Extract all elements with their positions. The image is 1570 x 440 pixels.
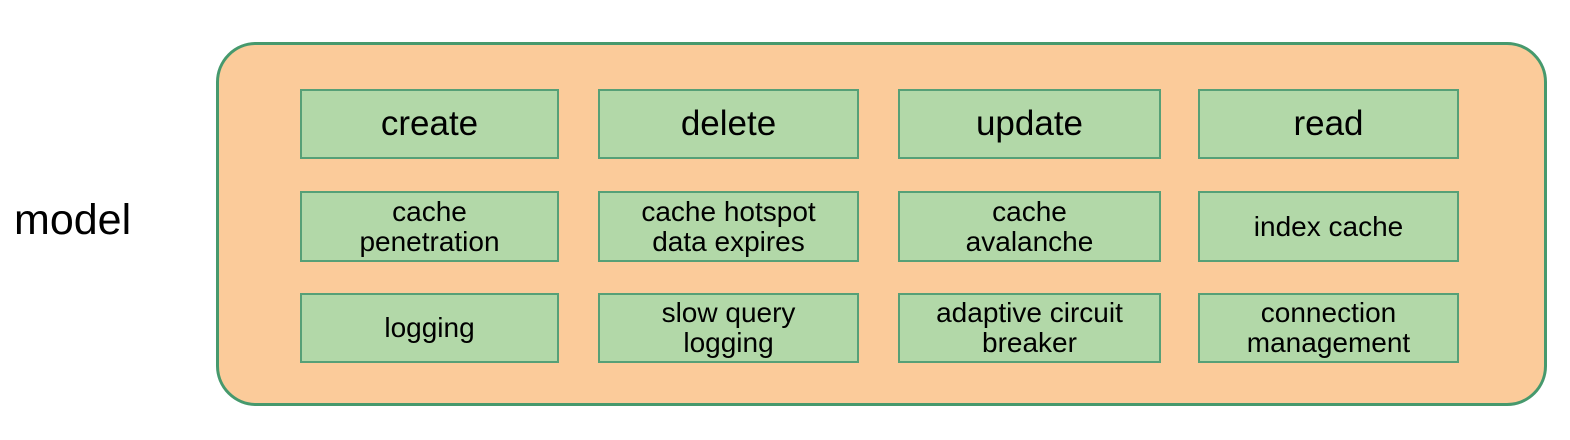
feature-box-cache-hotspot-data-expires[interactable]: cache hotspot data expires bbox=[598, 191, 859, 262]
feature-box-cache-avalanche[interactable]: cache avalanche bbox=[898, 191, 1161, 262]
feature-box-index-cache[interactable]: index cache bbox=[1198, 191, 1459, 262]
feature-box-connection-management[interactable]: connection management bbox=[1198, 293, 1459, 363]
feature-box-cache-penetration[interactable]: cache penetration bbox=[300, 191, 559, 262]
feature-box-update[interactable]: update bbox=[898, 89, 1161, 159]
feature-box-logging[interactable]: logging bbox=[300, 293, 559, 363]
feature-box-adaptive-circuit-breaker[interactable]: adaptive circuit breaker bbox=[898, 293, 1161, 363]
model-group-label: model bbox=[14, 196, 132, 244]
feature-box-delete[interactable]: delete bbox=[598, 89, 859, 159]
model-container: create delete update read cache penetrat… bbox=[216, 42, 1547, 406]
feature-box-slow-query-logging[interactable]: slow query logging bbox=[598, 293, 859, 363]
feature-box-read[interactable]: read bbox=[1198, 89, 1459, 159]
feature-box-create[interactable]: create bbox=[300, 89, 559, 159]
